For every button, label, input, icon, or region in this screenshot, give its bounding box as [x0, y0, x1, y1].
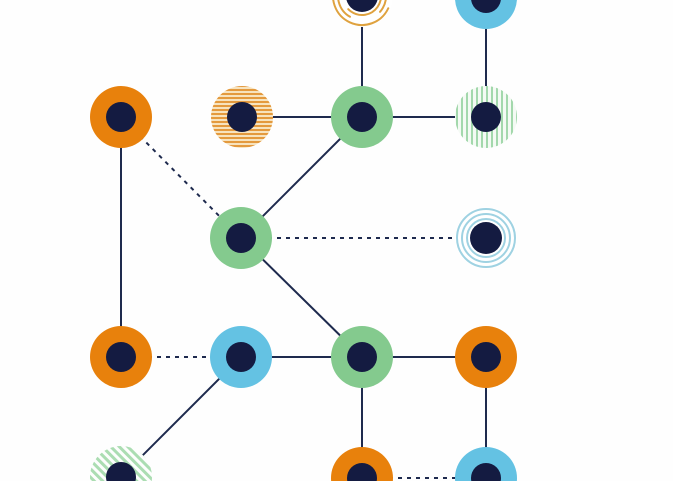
node-core [106, 342, 136, 372]
node-core [106, 462, 136, 481]
graph-node-n5-green-stripes-vertical [455, 86, 517, 148]
graph-node-n4-green-solid [331, 86, 393, 148]
graph-node-n8-orange-solid [90, 326, 152, 388]
node-core [471, 463, 501, 481]
graph-node-n12-green-stripes-diagonal [90, 446, 152, 481]
node-layer [90, 0, 517, 481]
node-core [347, 463, 377, 481]
node-core [106, 102, 136, 132]
graph-node-n0-orange-rings [331, 0, 393, 27]
graph-node-n10-green-solid [331, 326, 393, 388]
graph-node-n13-orange-solid [331, 447, 393, 481]
graph-node-n7-blue-rings [455, 207, 517, 269]
graph-node-n2-orange-solid [90, 86, 152, 148]
node-core [471, 102, 501, 132]
node-core [346, 0, 378, 12]
graph-node-n6-green-solid [210, 207, 272, 269]
graph-node-n3-orange-stripes-horizontal [211, 86, 273, 148]
node-core [227, 102, 257, 132]
node-core [471, 0, 501, 13]
node-core [226, 342, 256, 372]
node-core [470, 222, 502, 254]
node-core [347, 102, 377, 132]
node-core [226, 223, 256, 253]
graph-node-n9-blue-solid [210, 326, 272, 388]
node-core [471, 342, 501, 372]
graph-node-n14-blue-solid [455, 447, 517, 481]
graph-node-n1-blue-solid [455, 0, 517, 29]
graph-node-n11-orange-solid [455, 326, 517, 388]
node-core [347, 342, 377, 372]
edge-layer [120, 0, 487, 479]
